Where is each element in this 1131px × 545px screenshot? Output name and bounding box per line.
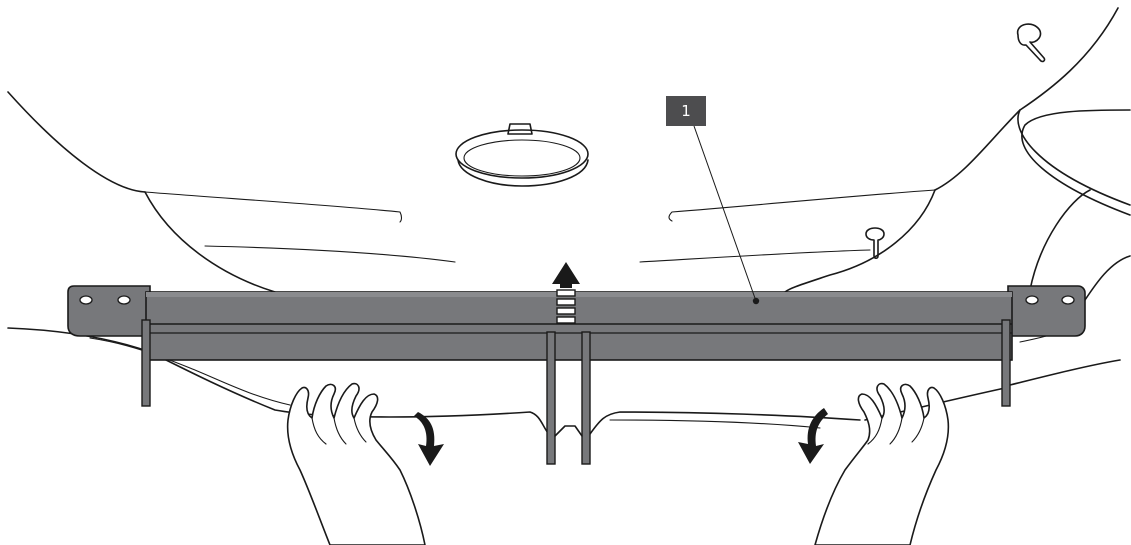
center-leg-right (581, 331, 591, 465)
push-up-arrow-icon (552, 262, 580, 324)
callout-1-label: 1 (681, 102, 691, 120)
right-leg (1001, 319, 1011, 407)
right-bracket (1007, 285, 1086, 337)
center-leg-left (546, 331, 556, 465)
push-pin-icon (865, 227, 885, 260)
bar-part (67, 285, 1086, 465)
hand-icon (286, 382, 426, 545)
callout-1-box (666, 96, 706, 126)
hand-icon (814, 382, 950, 545)
push-pin-icon (1016, 23, 1046, 63)
left-leg (141, 319, 151, 407)
cable-tie-icon (455, 123, 589, 187)
bar-body (145, 291, 1013, 361)
left-bracket (67, 285, 151, 337)
rotate-down-arrow-icon (414, 412, 444, 466)
vehicle-body-outline (7, 7, 1131, 435)
callout-1: 1 (666, 96, 757, 302)
rotate-down-arrow-icon (798, 408, 828, 464)
